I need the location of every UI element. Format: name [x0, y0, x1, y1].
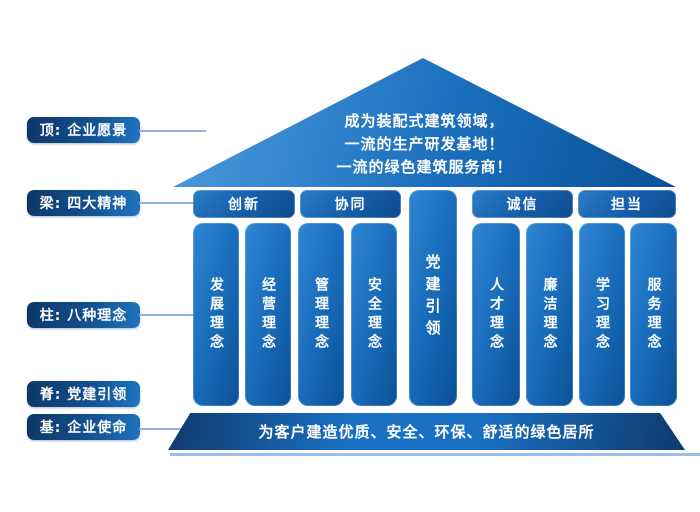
- connector-line-beam: [139, 202, 195, 204]
- pillar-operation-label: 经营理念: [260, 276, 276, 353]
- connector-line-roof: [139, 130, 206, 132]
- pillar-safety-label: 安全理念: [366, 276, 382, 353]
- pillar-service: 服务理念: [630, 223, 677, 406]
- roof-vision-line-2: 一流的生产研发基地！: [344, 135, 505, 153]
- beam-integrity: 诚信: [472, 190, 573, 218]
- pillar-probity-label: 廉洁理念: [541, 276, 558, 353]
- roof-vision-line-1: 成为装配式建筑领域，: [344, 112, 505, 130]
- pillar-probity: 廉洁理念: [526, 223, 573, 406]
- foundation-bar: 为客户建造优质、安全、环保、舒适的绿色居所: [168, 413, 685, 450]
- ground-line: [170, 453, 700, 456]
- connector-line-base: [139, 428, 188, 430]
- pillar-learning-label: 学习理念: [594, 276, 610, 353]
- pillar-learning: 学习理念: [579, 223, 625, 406]
- pillar-party-building: 党建引领: [409, 190, 457, 406]
- beam-responsibility: 担当: [578, 190, 676, 218]
- pillar-party-building-label: 党建引领: [423, 254, 442, 342]
- tag-beam-spirits: 梁: 四大精神: [27, 190, 140, 216]
- tag-pillars-concepts: 柱: 八种理念: [27, 302, 140, 328]
- tag-roof-vision: 顶: 企业愿景: [27, 117, 140, 143]
- pillar-management-label: 管理理念: [313, 276, 329, 353]
- tag-base-mission: 基: 企业使命: [27, 414, 140, 440]
- pillar-management: 管理理念: [298, 223, 344, 406]
- roof-vision-text: 成为装配式建筑领域， 一流的生产研发基地！ 一流的绿色建筑服务商！: [173, 110, 676, 179]
- roof-vision-line-3: 一流的绿色建筑服务商！: [336, 158, 513, 176]
- pillar-talent-label: 人才理念: [488, 276, 504, 353]
- pillar-development-label: 发展理念: [208, 276, 224, 353]
- pillar-safety: 安全理念: [351, 223, 397, 406]
- tag-ridge-party: 脊: 党建引领: [27, 381, 140, 407]
- pillar-operation: 经营理念: [245, 223, 291, 406]
- pillar-talent: 人才理念: [472, 223, 520, 406]
- connector-line-pillars: [139, 314, 195, 316]
- foundation-mission-text: 为客户建造优质、安全、环保、舒适的绿色居所: [258, 423, 595, 441]
- pillar-service-label: 服务理念: [645, 276, 662, 353]
- beam-collaboration: 协同: [300, 190, 401, 218]
- beam-innovation: 创新: [193, 190, 295, 218]
- roof-triangle: 成为装配式建筑领域， 一流的生产研发基地！ 一流的绿色建筑服务商！: [173, 58, 676, 187]
- pillar-development: 发展理念: [193, 223, 239, 406]
